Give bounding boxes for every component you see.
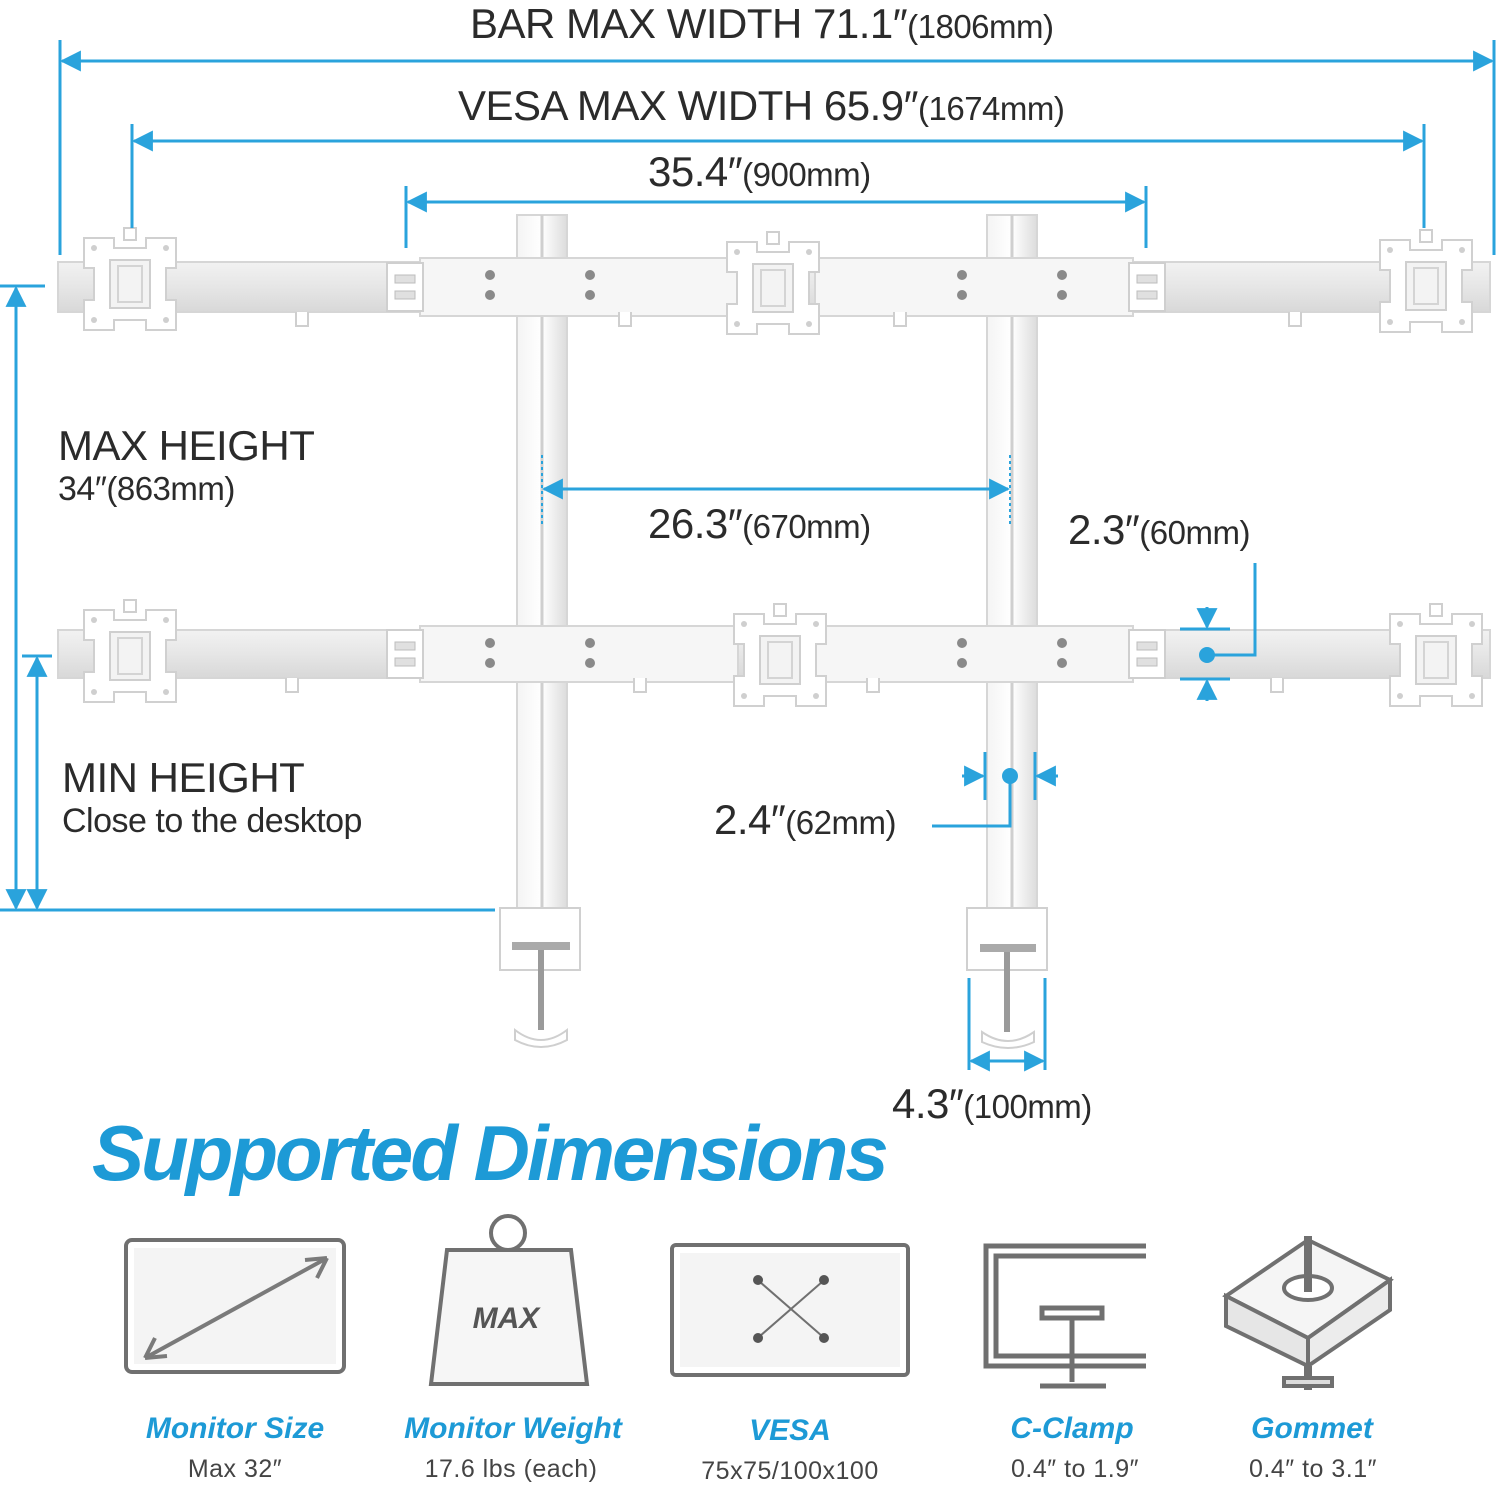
vesa-icon <box>670 1243 910 1377</box>
vesa-max-width-label: VESA MAX WIDTH 65.9″(1674mm) <box>458 82 1065 130</box>
clamp-width-label: 4.3″(100mm) <box>892 1080 1092 1128</box>
grommet-icon <box>1222 1236 1394 1390</box>
spec-value-c-clamp: 0.4″ to 1.9″ <box>1011 1455 1139 1483</box>
bar-max-width-mm: (1806mm) <box>907 8 1054 45</box>
spec-value-vesa: 75x75/100x100 <box>701 1457 879 1485</box>
spec-title-grommet: Gommet <box>1251 1412 1373 1445</box>
bar-max-width-label: BAR MAX WIDTH 71.1″(1806mm) <box>470 0 1054 48</box>
clamp-width-mm: (100mm) <box>963 1088 1092 1125</box>
pole-spacing-inner-value: 26.3″ <box>648 500 743 547</box>
pole-spacing-top-mm: (900mm) <box>742 156 871 193</box>
pole-width-value: 2.4″ <box>714 796 786 843</box>
clamp-width-value: 4.3″ <box>892 1080 964 1127</box>
pole-spacing-inner-label: 26.3″(670mm) <box>648 500 871 548</box>
pole-width-label: 2.4″(62mm) <box>714 796 896 844</box>
spec-title-vesa: VESA <box>749 1414 831 1447</box>
bar-height-label: 2.3″(60mm) <box>1068 506 1250 554</box>
min-height-subtitle: Close to the desktop <box>62 802 362 840</box>
pole-spacing-inner-mm: (670mm) <box>742 508 871 545</box>
left-clamp <box>499 907 581 1048</box>
c-clamp-icon <box>983 1243 1146 1389</box>
spec-value-monitor-weight: 17.6 lbs (each) <box>424 1455 598 1483</box>
pole-spacing-top-value: 35.4″ <box>648 148 743 195</box>
pole-spacing-top-label: 35.4″(900mm) <box>648 148 871 196</box>
max-height-mm: (863mm) <box>106 470 235 507</box>
bottom-bar <box>57 599 1491 707</box>
bar-height-mm: (60mm) <box>1139 514 1250 551</box>
dimension-lines <box>0 40 1496 1072</box>
min-height-block: MIN HEIGHT Close to the desktop <box>62 754 362 841</box>
monitor-size-icon <box>124 1238 346 1374</box>
right-clamp <box>966 907 1048 1049</box>
top-bar <box>57 227 1491 335</box>
weight-icon: MAX <box>428 1214 590 1386</box>
page-title: Supported Dimensions <box>92 1109 889 1197</box>
max-height-title: MAX HEIGHT <box>58 422 315 469</box>
pole-width-mm: (62mm) <box>785 804 896 841</box>
spec-value-monitor-size: Max 32″ <box>187 1455 283 1483</box>
spec-value-grommet: 0.4″ to 3.1″ <box>1249 1455 1377 1483</box>
min-height-title: MIN HEIGHT <box>62 754 305 801</box>
max-height-block: MAX HEIGHT 34″(863mm) <box>58 422 315 509</box>
spec-title-monitor-weight: Monitor Weight <box>404 1412 622 1445</box>
spec-title-c-clamp: C-Clamp <box>1010 1412 1134 1445</box>
bar-height-value: 2.3″ <box>1068 506 1140 553</box>
vesa-max-width-value: VESA MAX WIDTH 65.9″ <box>458 82 919 129</box>
vesa-max-width-mm: (1674mm) <box>918 90 1065 127</box>
spec-title-monitor-size: Monitor Size <box>145 1412 325 1445</box>
max-height-value: 34″ <box>58 470 107 508</box>
bar-max-width-value: BAR MAX WIDTH 71.1″ <box>470 0 908 47</box>
weight-icon-label: MAX <box>473 1302 542 1335</box>
